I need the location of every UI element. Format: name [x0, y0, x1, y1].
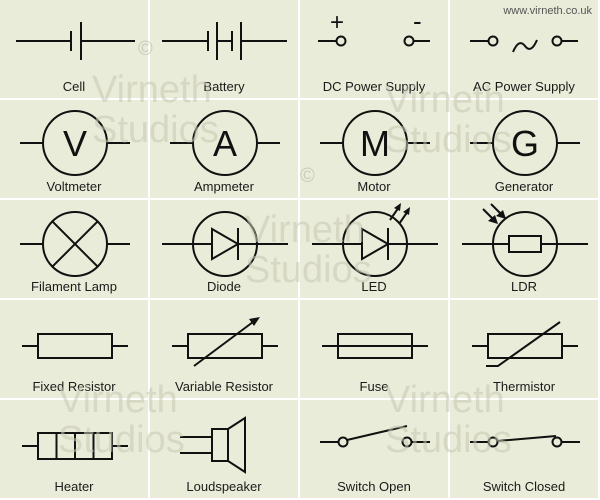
symbol-cell: Variable Resistor — [150, 300, 300, 400]
thermistor-icon — [472, 321, 578, 367]
generator-icon: G — [470, 110, 580, 176]
symbol-label: Filament Lamp — [31, 279, 117, 294]
symbol-label: Ampmeter — [194, 179, 254, 194]
symbol-cell: + - DC Power Supply — [300, 0, 450, 100]
symbol-cell: Filament Lamp — [0, 200, 150, 300]
switch-closed-icon — [470, 435, 580, 448]
symbol-label: Voltmeter — [46, 179, 102, 194]
copyright-mark: © — [138, 38, 153, 60]
meter-letter: M — [360, 123, 390, 164]
copyright-mark: © — [300, 165, 315, 187]
symbol-cell: Thermistor — [450, 300, 600, 400]
meter-letter: G — [511, 123, 539, 164]
ammeter-icon: A — [170, 110, 280, 176]
symbol-cell: LED — [300, 200, 450, 300]
symbol-cell: AC Power Supply — [450, 0, 600, 100]
diode-icon — [162, 211, 288, 277]
symbol-label: Diode — [207, 279, 241, 294]
cell-icon — [16, 22, 135, 60]
symbol-label: Generator — [494, 179, 554, 194]
symbol-cell: M Motor — [300, 100, 450, 200]
symbol-cell: LDR — [450, 200, 600, 300]
symbol-label: Switch Open — [337, 479, 411, 494]
symbol-label: AC Power Supply — [473, 79, 575, 94]
symbol-label: Switch Closed — [482, 479, 566, 494]
symbol-label: Motor — [357, 179, 391, 194]
symbol-label: Heater — [54, 479, 94, 494]
symbol-cell: Switch Closed — [450, 400, 600, 500]
symbol-label: LED — [361, 279, 387, 294]
variable-resistor-icon — [172, 317, 278, 367]
symbol-cell: A Ampmeter — [150, 100, 300, 200]
symbol-cell: V Voltmeter — [0, 100, 150, 200]
symbol-cell: Cell — [0, 0, 150, 100]
fixed-resistor-icon — [22, 333, 128, 359]
symbol-cell: Heater — [0, 400, 150, 500]
fuse-icon — [322, 333, 428, 359]
symbol-label: DC Power Supply — [322, 79, 426, 94]
voltmeter-icon: V — [20, 110, 130, 176]
symbol-cell: Fixed Resistor — [0, 300, 150, 400]
filament-lamp-icon — [20, 211, 130, 277]
ac-power-supply-icon — [470, 35, 578, 53]
minus-sign: - — [413, 6, 422, 36]
meter-letter: A — [213, 123, 237, 164]
battery-icon — [162, 22, 287, 60]
dc-power-supply-icon: + - — [318, 6, 430, 47]
symbol-cell: Diode — [150, 200, 300, 300]
symbol-cell: G Generator — [450, 100, 600, 200]
symbol-label: Variable Resistor — [174, 379, 274, 394]
symbol-label: Fixed Resistor — [32, 379, 116, 394]
ldr-icon — [462, 203, 588, 277]
symbol-label: Thermistor — [492, 379, 556, 394]
symbol-label: Battery — [203, 79, 245, 94]
symbol-label: Loudspeaker — [186, 479, 262, 494]
symbol-cell: Fuse — [300, 300, 450, 400]
symbol-label: Fuse — [359, 379, 389, 394]
switch-open-icon — [320, 425, 430, 448]
meter-letter: V — [63, 123, 87, 164]
loudspeaker-icon — [180, 416, 246, 474]
symbol-label: LDR — [510, 279, 537, 294]
site-url: www.virneth.co.uk — [503, 5, 592, 17]
symbol-label: Cell — [62, 79, 86, 94]
symbol-cell: Switch Open — [300, 400, 450, 500]
symbol-cell: Battery — [150, 0, 300, 100]
led-icon — [312, 203, 438, 277]
motor-icon: M — [320, 110, 430, 176]
symbol-cell: Loudspeaker — [150, 400, 300, 500]
heater-icon — [22, 432, 128, 460]
plus-sign: + — [330, 9, 344, 36]
